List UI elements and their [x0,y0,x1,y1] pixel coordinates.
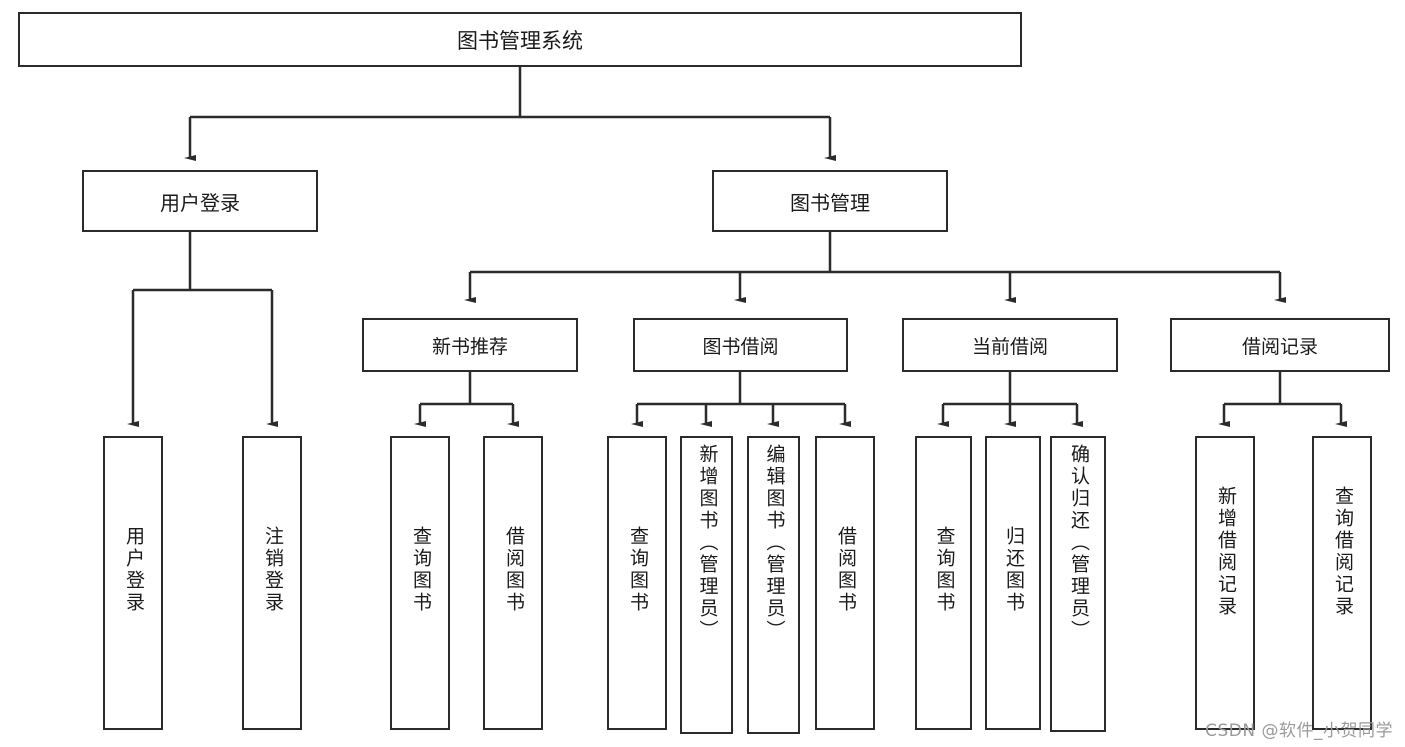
node-label: 借阅图书 [502,526,525,614]
node-label: 用户登录 [160,190,240,215]
leaf-query-book-recommend[interactable]: 查询图书 [390,436,450,730]
node-label: 图书管理 [790,190,870,215]
node-label: 查询图书 [409,526,432,614]
leaf-borrow-book-recommend[interactable]: 借阅图书 [483,436,543,730]
leaf-query-book-current[interactable]: 查询图书 [915,436,972,730]
node-root-system[interactable]: 图书管理系统 [18,12,1022,67]
node-user-login[interactable]: 用户登录 [82,170,318,232]
leaf-query-book-borrow[interactable]: 查询图书 [607,436,667,730]
leaf-confirm-return-admin[interactable]: 确认归还（管理员） [1050,436,1106,732]
watermark: CSDN @软件_小贺同学 [1205,721,1393,741]
leaf-query-borrow-record[interactable]: 查询借阅记录 [1312,436,1372,730]
leaf-borrow-book[interactable]: 借阅图书 [815,436,875,730]
node-label: 新增图书（管理员） [696,444,719,642]
node-label: 确认归还（管理员） [1067,444,1090,642]
leaf-user-logout[interactable]: 注销登录 [242,436,302,730]
leaf-add-book-admin[interactable]: 新增图书（管理员） [680,436,733,734]
node-book-borrow[interactable]: 图书借阅 [633,318,848,372]
leaf-user-login[interactable]: 用户登录 [103,436,163,730]
node-label: 注销登录 [261,526,284,614]
node-label: 新增借阅记录 [1214,486,1237,618]
node-label: 查询图书 [933,526,956,614]
node-label: 编辑图书（管理员） [763,444,786,642]
node-borrow-records[interactable]: 借阅记录 [1170,318,1390,372]
node-label: 新书推荐 [431,335,508,358]
node-label: 借阅记录 [1241,335,1318,358]
node-label: 归还图书 [1002,526,1025,614]
node-label: 当前借阅 [971,335,1048,358]
node-label: 图书借阅 [702,335,779,358]
node-book-management[interactable]: 图书管理 [712,170,948,232]
node-label: 查询图书 [626,526,649,614]
leaf-return-book[interactable]: 归还图书 [985,436,1041,730]
node-label: 借阅图书 [834,526,857,614]
node-current-borrow[interactable]: 当前借阅 [902,318,1118,372]
node-label: 查询借阅记录 [1331,486,1354,618]
node-label: 图书管理系统 [457,28,583,53]
leaf-edit-book-admin[interactable]: 编辑图书（管理员） [747,436,800,734]
leaf-add-borrow-record[interactable]: 新增借阅记录 [1195,436,1255,730]
node-label: 用户登录 [122,526,145,614]
node-new-book-recommend[interactable]: 新书推荐 [362,318,578,372]
